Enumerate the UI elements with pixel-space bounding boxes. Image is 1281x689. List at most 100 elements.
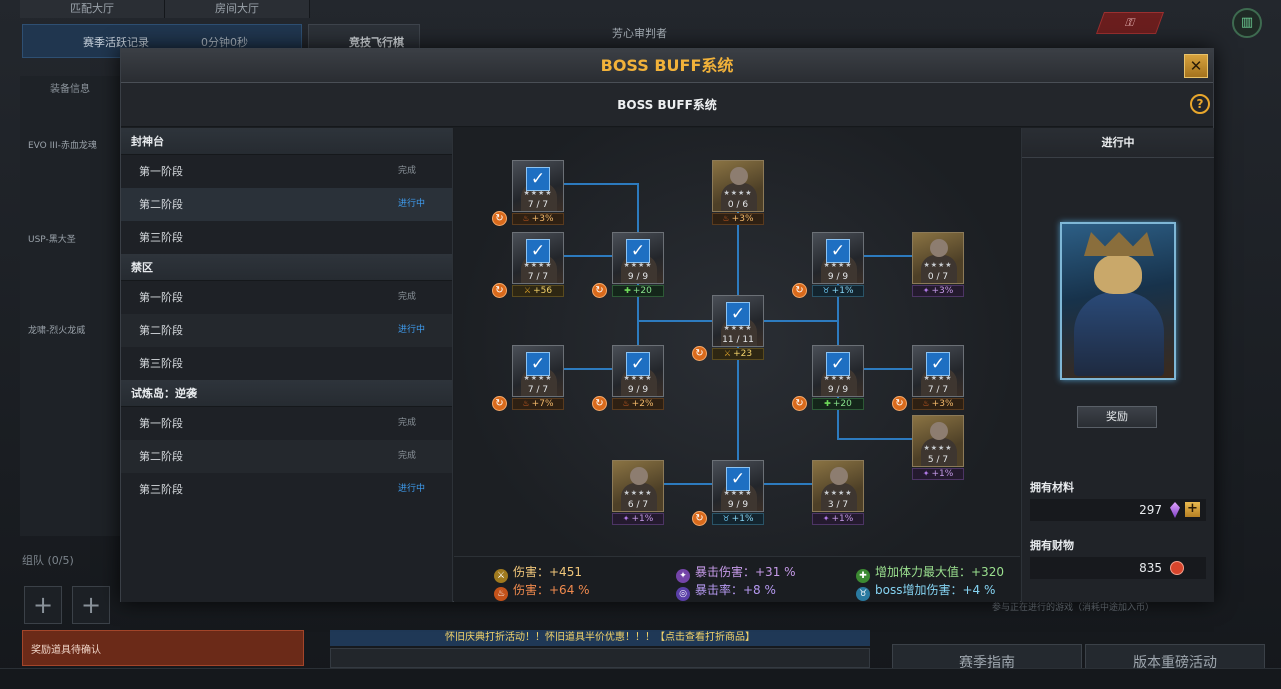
node-progress: 0 / 7 xyxy=(927,272,949,282)
crit-icon: ✦ xyxy=(922,286,930,295)
materials-label: 拥有材料 xyxy=(1030,481,1074,494)
node-progress: 5 / 7 xyxy=(927,455,949,465)
buff-node[interactable]: ★★★★0 / 6♨+3% xyxy=(712,160,764,225)
refresh-icon[interactable]: ↻ xyxy=(492,396,507,411)
stage-row[interactable]: 第二阶段 进行中 xyxy=(121,314,452,347)
buff-node[interactable]: ★★★★6 / 7✦+1% xyxy=(612,460,664,525)
refresh-icon[interactable]: ↻ xyxy=(592,283,607,298)
tab-match-hall[interactable]: 匹配大厅 xyxy=(20,0,165,18)
wealth-value-box: 835 xyxy=(1030,557,1206,579)
close-button[interactable]: ✕ xyxy=(1184,54,1208,78)
refresh-icon[interactable]: ↻ xyxy=(892,396,907,411)
buff-node[interactable]: ✓★★★★7 / 7⚔+56 xyxy=(512,232,564,297)
stage-status: 完成 xyxy=(398,451,417,461)
check-icon: ✓ xyxy=(926,352,950,376)
stage-label: 第二阶段 xyxy=(139,324,183,337)
buff-node[interactable]: ✓★★★★7 / 7♨+3% xyxy=(912,345,964,410)
check-icon: ✓ xyxy=(526,239,550,263)
buff-node[interactable]: ✓★★★★9 / 9♉+1% xyxy=(812,232,864,297)
refresh-icon[interactable]: ↻ xyxy=(492,283,507,298)
star-rating: ★★★★ xyxy=(623,261,653,269)
reward-confirm-bar[interactable]: 奖励道具待确认 xyxy=(22,630,304,666)
sword-icon: ⚔ xyxy=(523,286,532,295)
chat-input-bar[interactable] xyxy=(330,648,870,668)
boss-portrait: ★★★★3 / 7 xyxy=(812,460,864,512)
node-progress: 9 / 9 xyxy=(627,272,649,282)
stage-status: 进行中 xyxy=(398,325,426,335)
refresh-icon[interactable]: ↻ xyxy=(792,396,807,411)
stage-row[interactable]: 第一阶段完成 xyxy=(121,281,452,314)
refresh-icon[interactable]: ↻ xyxy=(692,511,707,526)
star-rating: ★★★★ xyxy=(823,261,853,269)
add-member-button[interactable]: + xyxy=(24,586,62,624)
add-member-button[interactable]: + xyxy=(72,586,110,624)
buff-node[interactable]: ★★★★5 / 7✦+1% xyxy=(912,415,964,480)
help-icon[interactable]: ? xyxy=(1190,94,1210,114)
stage-row[interactable]: 第三阶段 xyxy=(121,221,452,254)
refresh-icon[interactable]: ↻ xyxy=(792,283,807,298)
stats-icon[interactable]: ▥ xyxy=(1232,8,1262,38)
group-header: 禁区 xyxy=(121,254,452,281)
news-ticker[interactable]: 怀旧庆典打折活动！！怀旧道具半价优惠！！！【点击查看打折商品】 xyxy=(330,630,870,646)
total-damage-flat: ⚔伤害：+451 xyxy=(494,563,582,583)
team-label: 组队 (0/5) xyxy=(22,554,74,567)
stage-label: 第一阶段 xyxy=(139,291,183,304)
weapon-slot[interactable]: USP-黑大圣 xyxy=(28,235,76,245)
boss-card-panel: 进行中 奖励 拥有材料 297 + 拥有财物 835 xyxy=(1021,128,1214,602)
node-progress: 7 / 7 xyxy=(527,385,549,395)
star-rating: ★★★★ xyxy=(923,374,953,382)
node-bonus: ♨+3% xyxy=(912,398,964,410)
stage-row[interactable]: 第三阶段 xyxy=(121,347,452,380)
boss-icon: ♉ xyxy=(822,286,830,295)
refresh-icon[interactable]: ↻ xyxy=(592,396,607,411)
buff-node[interactable]: ✓★★★★7 / 7♨+3% xyxy=(512,160,564,225)
stage-row[interactable]: 第二阶段 进行中 xyxy=(121,188,452,221)
stage-row[interactable]: 第一阶段完成 xyxy=(121,155,452,188)
crit-icon: ✦ xyxy=(822,514,830,523)
stage-row[interactable]: 第一阶段完成 xyxy=(121,407,452,440)
hp-icon: ✚ xyxy=(856,569,870,583)
boss-crown xyxy=(1084,232,1154,256)
add-materials-button[interactable]: + xyxy=(1185,502,1200,517)
subtitle-text: BOSS BUFF系统 xyxy=(617,98,717,112)
boss-icon: ♉ xyxy=(856,587,870,601)
fire-icon: ♨ xyxy=(522,399,530,408)
node-bonus: ♉+1% xyxy=(812,285,864,297)
buff-tree: ✓★★★★7 / 7♨+3%↻★★★★0 / 6♨+3%✓★★★★7 / 7⚔+… xyxy=(454,128,1020,602)
buff-node[interactable]: ✓★★★★9 / 9✚+20 xyxy=(612,232,664,297)
buff-node[interactable]: ✓★★★★11 / 11⚔+23 xyxy=(712,295,764,360)
dialog-title: BOSS BUFF系统 xyxy=(121,49,1213,83)
refresh-icon[interactable]: ↻ xyxy=(492,211,507,226)
reward-button[interactable]: 奖励 xyxy=(1077,406,1157,428)
dialog-subtitle: BOSS BUFF系统 ? xyxy=(121,83,1213,127)
buff-node[interactable]: ★★★★3 / 7✦+1% xyxy=(812,460,864,525)
star-rating: ★★★★ xyxy=(723,489,753,497)
stage-row[interactable]: 第三阶段进行中 xyxy=(121,473,452,506)
key-icon[interactable]: ⚿ xyxy=(1095,12,1165,34)
node-bonus: ♉+1% xyxy=(712,513,764,525)
tab-room-hall[interactable]: 房间大厅 xyxy=(165,0,310,18)
node-bonus: ♨+3% xyxy=(512,213,564,225)
node-bonus: ✚+20 xyxy=(812,398,864,410)
buff-node[interactable]: ✓★★★★9 / 9♉+1% xyxy=(712,460,764,525)
node-bonus: ✚+20 xyxy=(612,285,664,297)
refresh-icon[interactable]: ↻ xyxy=(692,346,707,361)
boss-portrait: ★★★★0 / 7 xyxy=(912,232,964,284)
buff-node[interactable]: ✓★★★★7 / 7♨+7% xyxy=(512,345,564,410)
weapon-slot[interactable]: 龙啸-烈火龙威 xyxy=(28,326,86,336)
buff-node[interactable]: ✓★★★★9 / 9✚+20 xyxy=(812,345,864,410)
buff-node[interactable]: ✓★★★★9 / 9♨+2% xyxy=(612,345,664,410)
weapon-slot[interactable]: EVO III-赤血龙魂 xyxy=(28,141,97,151)
check-icon: ✓ xyxy=(526,167,550,191)
buff-node[interactable]: ★★★★0 / 7✦+3% xyxy=(912,232,964,297)
stage-row[interactable]: 第二阶段完成 xyxy=(121,440,452,473)
stage-status: 进行中 xyxy=(398,199,426,209)
boss-portrait: ✓★★★★7 / 7 xyxy=(512,345,564,397)
stage-label: 第二阶段 xyxy=(139,198,183,211)
check-icon: ✓ xyxy=(726,467,750,491)
node-progress: 7 / 7 xyxy=(527,272,549,282)
fire-icon: ♨ xyxy=(722,214,730,223)
node-bonus: ⚔+23 xyxy=(712,348,764,360)
total-damage-pct: ♨伤害：+64 % xyxy=(494,581,590,601)
node-progress: 7 / 7 xyxy=(527,200,549,210)
